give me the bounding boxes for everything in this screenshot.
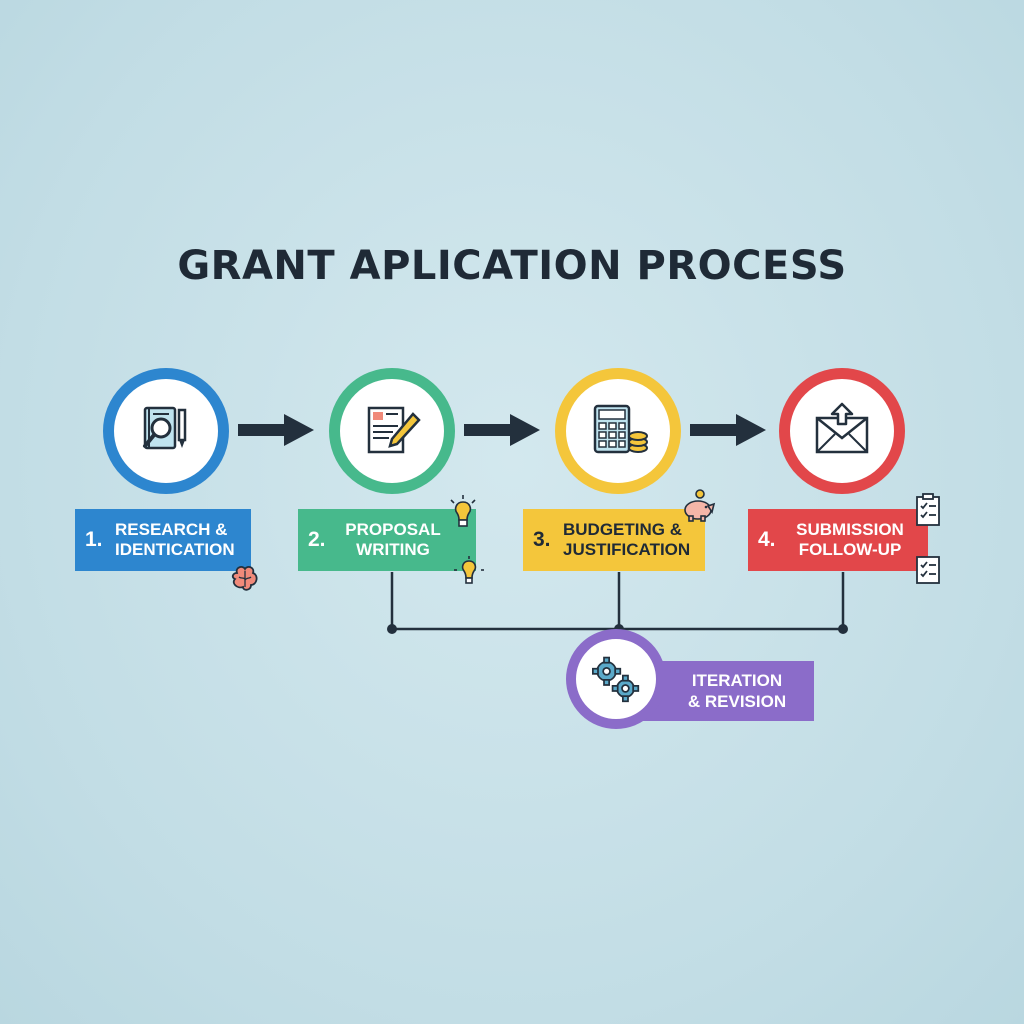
step-4-title-line-1: SUBMISSION [796, 520, 904, 539]
iteration-title-line-2: & REVISION [687, 692, 787, 711]
step-1-title-line-1: RESEARCH & [115, 520, 228, 539]
arrow-2-to-3 [464, 414, 540, 446]
arrow-1-to-2 [238, 414, 314, 446]
checklist-icon [916, 556, 940, 584]
checklist-icon [916, 493, 940, 526]
piggy-bank-icon [684, 489, 716, 522]
step-1-number: 1. [85, 528, 103, 551]
step-1-title-line-2: IDENTICATION [115, 540, 235, 559]
step-4-title-line-2: FOLLOW-UP [798, 540, 902, 559]
step-2-title-line-1: PROPOSAL [345, 520, 441, 539]
lightbulb-icon [454, 556, 484, 584]
envelope-icon [815, 402, 869, 454]
iteration-circle [566, 629, 666, 729]
calculator-coins-icon [593, 404, 648, 454]
step-3-number: 3. [533, 528, 551, 551]
step-2-number: 2. [308, 528, 326, 551]
step-1-circle [103, 368, 229, 494]
gears-icon [592, 656, 640, 703]
step-3-circle [555, 368, 681, 494]
step-4-number: 4. [758, 528, 776, 551]
step-4-label: 4. SUBMISSION FOLLOW-UP [748, 509, 928, 571]
step-2-circle [329, 368, 455, 494]
step-4-circle [779, 368, 905, 494]
lightbulb-icon [450, 495, 476, 527]
diagram-title: GRANT APLICATION PROCESS [177, 243, 847, 289]
step-2-label: 2. PROPOSAL WRITING [298, 509, 476, 571]
book-magnifier-icon [143, 406, 187, 450]
step-3-title-line-2: JUSTIFICATION [563, 540, 691, 559]
step-3-label: 3. BUDGETING & JUSTIFICATION [523, 509, 705, 571]
step-2-title-line-2: WRITING [356, 540, 430, 559]
step-1-label: 1. RESEARCH & IDENTICATION [75, 509, 251, 571]
arrow-3-to-4 [690, 414, 766, 446]
document-pen-icon [367, 406, 421, 454]
iteration-title-line-1: ITERATION [691, 671, 783, 690]
brain-icon [231, 566, 258, 591]
step-3-title-line-1: BUDGETING & [563, 520, 682, 539]
